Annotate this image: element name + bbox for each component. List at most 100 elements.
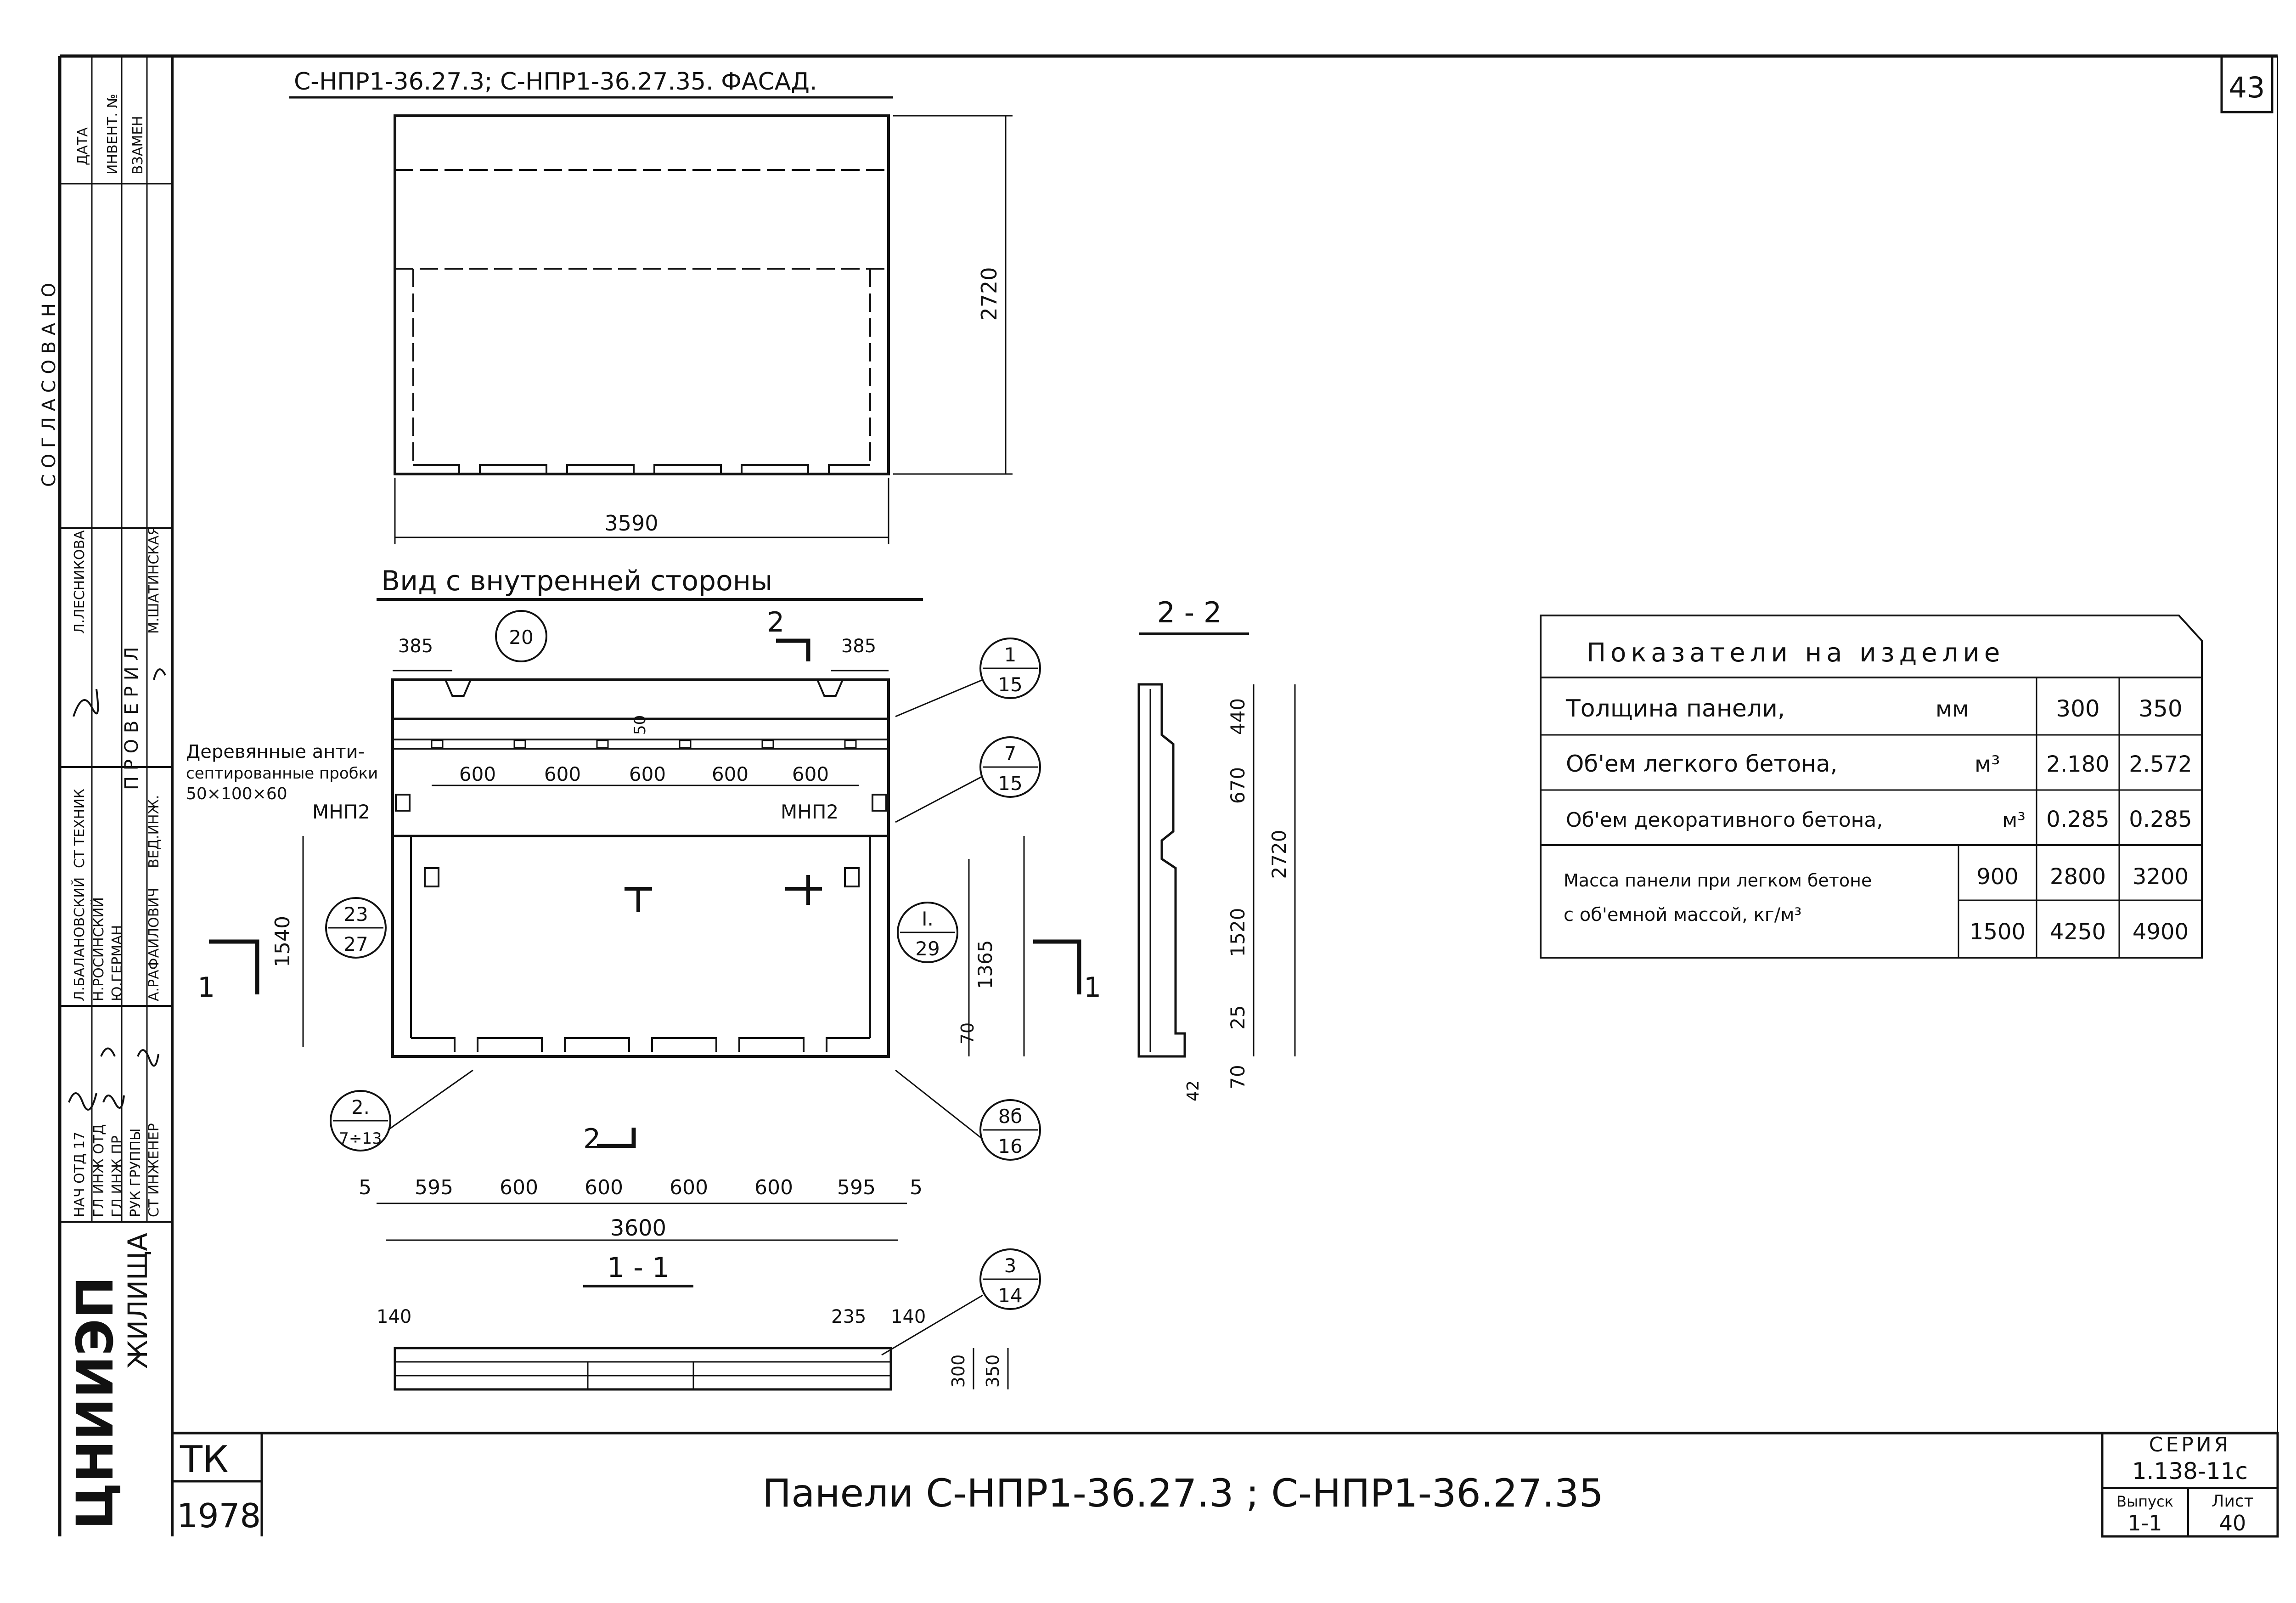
stamp-issue-label: Выпуск [2116, 1493, 2173, 1510]
callout-1-bottom: 15 [998, 673, 1022, 696]
name-german: Ю.ГЕРМАН [109, 925, 125, 1001]
cut-2-top: 2 [767, 606, 784, 638]
plug-note-2: септированные пробки [186, 764, 378, 783]
bottom-dims: 5 595 600 600 600 600 595 5 [359, 1176, 923, 1199]
mnp-left: МНП2 [312, 801, 370, 823]
cut-2-bottom: 2 [583, 1123, 601, 1155]
org-sub: ЖИЛИЩА [122, 1233, 153, 1369]
dim-inner-2: 600 [544, 763, 581, 785]
stamp-sheet: 40 [2219, 1511, 2246, 1535]
mass-900-v1: 2800 [2050, 864, 2106, 890]
sec22-dim-670: 670 [1227, 767, 1249, 804]
dim-bottom-5-right: 5 [910, 1176, 923, 1199]
signatures [68, 668, 166, 1111]
mass-1500-v1: 4250 [2050, 919, 2106, 945]
dim-right-1365: 1365 [974, 940, 996, 989]
name-shatinskaya: М.ШАТИНСКАЯ [146, 526, 162, 634]
mass-density-900: 900 [1976, 864, 2019, 890]
row-thickness-v2: 350 [2138, 695, 2182, 722]
section-1-1: 140 235 140 300 350 [377, 1306, 1009, 1391]
sec22-dim-440: 440 [1227, 698, 1249, 735]
sec22-dim-1520: 1520 [1227, 908, 1249, 957]
dim-bottom-600-d: 600 [754, 1176, 793, 1199]
facade-title: С-НПР1-36.27.3; С-НПР1-36.27.35. ФАСАД. [294, 68, 817, 96]
callout-I-bottom: 29 [915, 937, 940, 960]
table-title: Показатели на изделие [1587, 638, 2004, 668]
facade-dim-width: 3590 [604, 511, 658, 536]
cut-1-right: 1 [1084, 971, 1101, 1004]
section-1-1-title: 1 - 1 [607, 1252, 670, 1284]
row-deco-concrete-v2: 0.285 [2129, 807, 2192, 832]
callout-3-bottom: 14 [998, 1284, 1022, 1307]
bottom-stamp: ТК 1978 Панели С-НПР1-36.27.3 ; С-НПР1-3… [172, 1432, 2279, 1538]
callout-23-top: 23 [343, 903, 368, 926]
facade-view: 3590 2720 [394, 114, 1013, 544]
page-number: 43 [2229, 71, 2265, 104]
callout-2-bottom: 7÷13 [339, 1129, 382, 1148]
row-deco-concrete-unit: м³ [2002, 808, 2026, 832]
dim-inner-5: 600 [792, 763, 829, 785]
sec11-dim-140-left: 140 [377, 1306, 411, 1327]
dim-right-70: 70 [957, 1022, 978, 1044]
stamp-sheet-label: Лист [2212, 1492, 2253, 1511]
callout-20: 20 [509, 626, 533, 649]
mnp-right: МНП2 [781, 801, 838, 823]
dim-inner-4: 600 [712, 763, 748, 785]
callout-1-top: 1 [1004, 643, 1017, 666]
sec11-dim-140-right: 140 [891, 1306, 926, 1327]
dim-bottom-595-right: 595 [837, 1176, 876, 1199]
dim-left-1540: 1540 [271, 916, 294, 967]
main-title: Панели С-НПР1-36.27.3 ; С-НПР1-36.27.35 [762, 1471, 1604, 1516]
sec11-dim-300: 300 [948, 1355, 968, 1388]
stamp-issue: 1-1 [2127, 1511, 2162, 1535]
dim-bottom-600-c: 600 [670, 1176, 708, 1199]
row-light-concrete-v2: 2.572 [2129, 751, 2192, 777]
mass-label-1: Масса панели при легком бетоне [1564, 870, 1872, 891]
plug-note-3: 50×100×60 [186, 785, 287, 803]
callout-7-top: 7 [1004, 742, 1017, 765]
row-deco-concrete-v1: 0.285 [2046, 807, 2109, 832]
org-logo: ЦНИИЭП [66, 1276, 124, 1530]
dim-inner-3: 600 [629, 763, 666, 785]
callout-8b-bottom: 16 [998, 1135, 1022, 1157]
role-group-head: РУК ГРУППЫ [128, 1129, 144, 1217]
dim-50: 50 [631, 715, 649, 735]
strip-checked: П Р О В Е Р И Л [121, 647, 142, 790]
sec11-dim-235: 235 [831, 1306, 866, 1327]
dim-bottom-5-left: 5 [359, 1176, 371, 1199]
stamp-series-label: СЕРИЯ [2149, 1433, 2231, 1456]
role-head-dept: НАЧ ОТД 17 [72, 1132, 88, 1217]
callout-7-bottom: 15 [998, 772, 1022, 795]
dim-385-left: 385 [398, 636, 433, 657]
stamp-tk: ТК [180, 1438, 229, 1481]
role-chief-eng-dept: ГЛ ИНЖ ОТД [91, 1124, 107, 1217]
sec22-dim-42: 42 [1184, 1080, 1203, 1101]
role-senior-tech: СТ ТЕХНИК [72, 789, 88, 868]
plug-note-1: Деревянные анти- [186, 741, 365, 762]
left-title-strip: ДАТА ИНВЕНТ. № ВЗАМЕН С О Г Л А С О В А … [39, 56, 172, 1530]
callouts: 20 1 15 7 15 23 27 I. 29 2. 7÷13 8б 16 [325, 610, 1041, 1310]
dim-bottom-600-b: 600 [585, 1176, 623, 1199]
callout-8b-top: 8б [998, 1105, 1023, 1128]
callout-3-top: 3 [1004, 1254, 1017, 1277]
strip-agreed: С О Г Л А С О В А Н О [39, 283, 60, 487]
row-thickness-v1: 300 [2056, 695, 2099, 722]
callout-23-bottom: 27 [343, 933, 368, 955]
name-rafailovich: А.РАФАИЛОВИЧ [146, 888, 162, 1001]
callout-I-top: I. [922, 908, 934, 930]
stamp-series: 1.138-11с [2132, 1458, 2248, 1484]
strip-inventory: ИНВЕНТ. № [105, 94, 121, 175]
wood-plugs [431, 739, 857, 749]
section22-dims: 440 670 1520 25 70 2720 42 [1184, 698, 1290, 1101]
sheet-frame [58, 54, 2278, 1536]
dim-inner-1: 600 [459, 763, 496, 785]
dim-bottom-595-left: 595 [415, 1176, 453, 1199]
dim-total-3600: 3600 [610, 1215, 666, 1241]
row-light-concrete-label: Об'ем легкого бетона, [1566, 751, 1837, 777]
dim-385-right: 385 [841, 636, 876, 657]
name-lesnikova: Л.ЛЕСНИКОВА [72, 530, 88, 634]
stamp-year: 1978 [177, 1496, 261, 1535]
sec22-dim-70: 70 [1227, 1065, 1249, 1089]
mass-1500-v2: 4900 [2133, 919, 2189, 945]
